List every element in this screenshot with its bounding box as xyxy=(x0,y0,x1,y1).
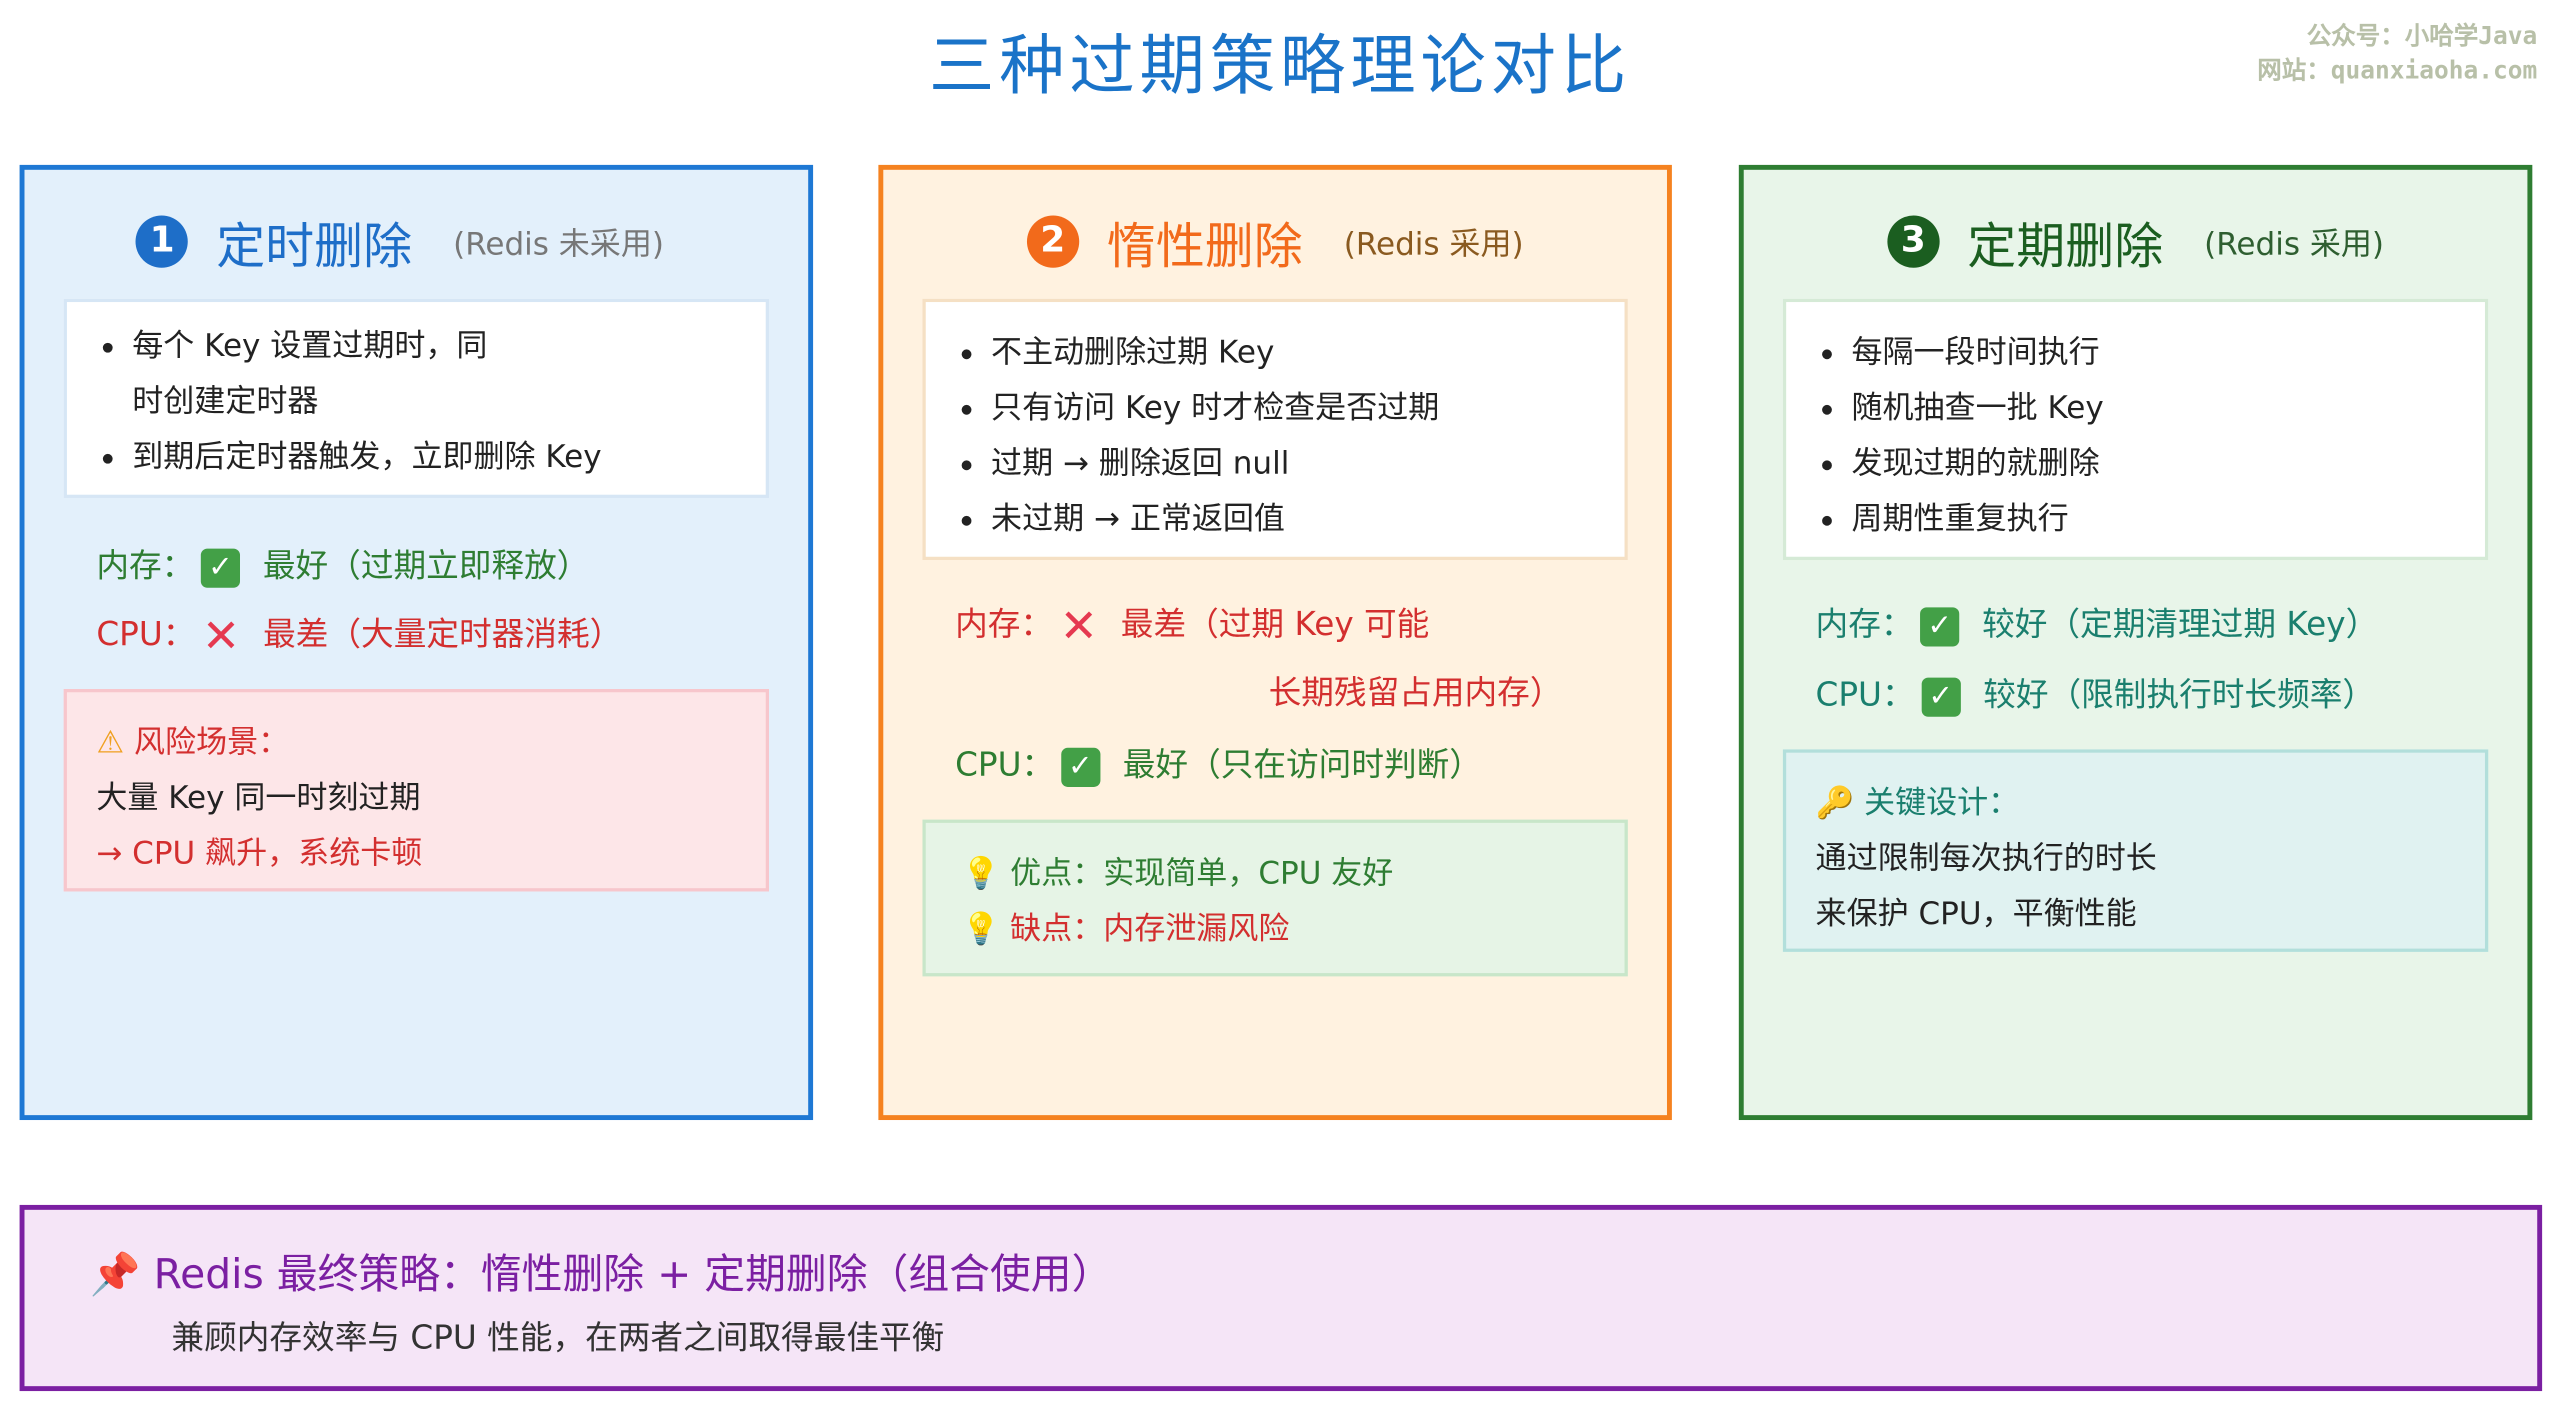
callout-line: → CPU 飙升，系统卡顿 xyxy=(96,835,423,872)
bullet-box: 每个 Key 设置过期时，同时创建定时器 到期后定时器触发，立即删除 Key xyxy=(63,298,770,498)
card-timed-deletion: 1 定时删除 (Redis 未采用) 每个 Key 设置过期时，同时创建定时器 … xyxy=(19,164,814,1121)
memory-text-2: 长期残留占用内存） xyxy=(1268,672,1563,712)
pros-cons-callout: 💡 优点：实现简单，CPU 友好 💡 缺点：内存泄漏风险 xyxy=(922,819,1628,977)
card-title: 定时删除 xyxy=(216,218,413,276)
memory-text: 最好（过期立即释放） xyxy=(262,545,590,585)
pro-text: 优点：实现简单，CPU 友好 xyxy=(1010,855,1394,892)
callout-line: 大量 Key 同一时刻过期 xyxy=(96,780,421,817)
bullet: 随机抽查一批 Key xyxy=(1851,380,2455,436)
card-title: 惰性删除 xyxy=(1106,218,1303,276)
cpu-label: CPU： xyxy=(1815,674,1915,714)
card-note: (Redis 采用) xyxy=(1343,226,1524,263)
cpu-row: CPU：✕ 最差（大量定时器消耗） xyxy=(96,607,622,663)
cpu-text: 较好（限制执行时长频率） xyxy=(1983,674,2376,714)
lightbulb-icon: 💡 xyxy=(961,911,1001,947)
cross-icon: ✕ xyxy=(201,608,241,663)
cross-icon: ✕ xyxy=(1059,599,1098,654)
check-icon: ✓ xyxy=(1920,606,1960,646)
number-badge: 2 xyxy=(1026,215,1079,268)
cpu-label: CPU： xyxy=(96,613,196,654)
cpu-row: CPU：✓ 较好（限制执行时长频率） xyxy=(1816,668,2375,716)
bullet-box: 不主动删除过期 Key 只有访问 Key 时才检查是否过期 过期 → 删除返回 … xyxy=(922,298,1628,561)
cpu-text: 最差（大量定时器消耗） xyxy=(263,613,623,654)
summary-title: Redis 最终策略：惰性删除 + 定期删除（组合使用） xyxy=(153,1250,1113,1298)
lightbulb-icon: 💡 xyxy=(961,855,1001,892)
check-icon: ✓ xyxy=(200,547,241,587)
bullet: 周期性重复执行 xyxy=(1851,491,2455,547)
bullet: 每隔一段时间执行 xyxy=(1851,325,2455,381)
memory-text: 较好（定期清理过期 Key） xyxy=(1982,604,2379,644)
page-title: 三种过期策略理论对比 xyxy=(929,29,1632,105)
memory-text: 最差（过期 Key 可能 xyxy=(1120,604,1430,644)
callout-line: 来保护 CPU，平衡性能 xyxy=(1815,896,2137,933)
cpu-label: CPU： xyxy=(955,744,1055,784)
card-lazy-deletion: 2 惰性删除 (Redis 采用) 不主动删除过期 Key 只有访问 Key 时… xyxy=(878,164,1672,1121)
bullet: 发现过期的就删除 xyxy=(1851,436,2455,492)
bullet: 到期后定时器触发，立即删除 Key xyxy=(132,429,736,485)
key-icon: 🔑 xyxy=(1815,785,1855,822)
summary-box: 📌 Redis 最终策略：惰性删除 + 定期删除（组合使用） 兼顾内存效率与 C… xyxy=(19,1204,2543,1392)
card-note: (Redis 未采用) xyxy=(453,226,664,263)
check-icon: ✓ xyxy=(1921,676,1961,716)
watermark: 公众号：小哈学Java 网站：quanxiaoha.com xyxy=(2257,20,2537,89)
bullet: 未过期 → 正常返回值 xyxy=(991,491,1595,547)
pushpin-icon: 📌 xyxy=(89,1250,141,1298)
card-periodic-deletion: 3 定期删除 (Redis 采用) 每隔一段时间执行 随机抽查一批 Key 发现… xyxy=(1738,164,2533,1121)
callout-line: 通过限制每次执行的时长 xyxy=(1815,840,2157,877)
memory-label: 内存： xyxy=(1815,604,1914,644)
warning-icon: ⚠ xyxy=(96,724,125,761)
memory-label: 内存： xyxy=(955,604,1054,644)
card-title: 定期删除 xyxy=(1967,218,2164,276)
memory-row: 内存：✓ 较好（定期清理过期 Key） xyxy=(1815,598,2379,646)
cpu-row: CPU：✓ 最好（只在访问时判断） xyxy=(955,738,1482,787)
callout-title: 关键设计： xyxy=(1864,785,2020,822)
watermark-line2: 网站：quanxiaoha.com xyxy=(2257,55,2538,85)
bullet: 不主动删除过期 Key xyxy=(991,325,1595,381)
bullet: 只有访问 Key 时才检查是否过期 xyxy=(991,380,1595,436)
risk-callout: ⚠ 风险场景： 大量 Key 同一时刻过期 → CPU 飙升，系统卡顿 xyxy=(63,688,770,892)
callout-title: 风险场景： xyxy=(134,724,290,761)
design-callout: 🔑 关键设计： 通过限制每次执行的时长 来保护 CPU，平衡性能 xyxy=(1782,749,2489,952)
number-badge: 3 xyxy=(1887,215,1940,268)
number-badge: 1 xyxy=(136,215,189,268)
bullet: 过期 → 删除返回 null xyxy=(991,436,1595,492)
card-note: (Redis 采用) xyxy=(2204,226,2385,263)
con-text: 缺点：内存泄漏风险 xyxy=(1010,911,1290,947)
cpu-text: 最好（只在访问时判断） xyxy=(1122,744,1482,784)
memory-label: 内存： xyxy=(96,545,195,585)
watermark-line1: 公众号：小哈学Java xyxy=(2306,21,2538,51)
check-icon: ✓ xyxy=(1060,746,1100,787)
bullet: 每个 Key 设置过期时，同时创建定时器 xyxy=(132,318,508,429)
summary-text: 兼顾内存效率与 CPU 性能，在两者之间取得最佳平衡 xyxy=(171,1317,945,1357)
memory-row: 内存：✕ 最差（过期 Key 可能 长期残留占用内存） xyxy=(955,598,1562,714)
memory-row: 内存：✓ 最好（过期立即释放） xyxy=(96,539,589,587)
bullet-box: 每隔一段时间执行 随机抽查一批 Key 发现过期的就删除 周期性重复执行 xyxy=(1782,298,2489,561)
